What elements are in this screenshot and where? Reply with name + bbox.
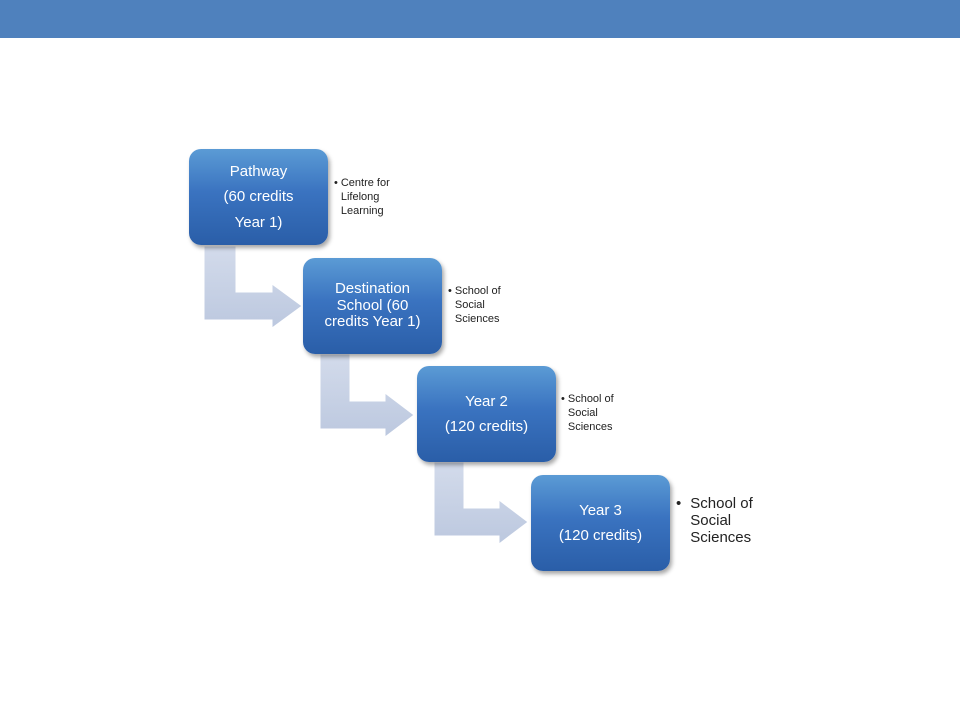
bullet: • xyxy=(676,495,682,512)
step-1-note-line-2: Lifelong xyxy=(340,190,380,203)
header-bar xyxy=(0,0,960,38)
step-4-note-line-3: Sciences xyxy=(690,528,752,546)
bullet: • xyxy=(448,285,452,297)
step-3-line-2: (120 credits) xyxy=(444,418,529,435)
step-2-note: • School of Social Sciences xyxy=(448,285,501,326)
step-box-destination-school: Destination School (60 credits Year 1) xyxy=(303,258,442,354)
step-3-note-line-3: Sciences xyxy=(567,420,613,433)
step-1-note-line-3: Learning xyxy=(340,204,384,217)
step-2-note-line-1: School of xyxy=(454,285,501,297)
step-box-year-2: Year 2 (120 credits) xyxy=(417,366,556,462)
step-3-note-line-2: Social xyxy=(567,406,598,419)
step-4-line-1: Year 3 xyxy=(579,501,622,519)
step-3-note: • School of Social Sciences xyxy=(561,393,614,434)
step-1-line-1: Pathway xyxy=(229,163,288,181)
step-2-line-3: credits Year 1) xyxy=(324,313,421,331)
connector-arrow-1 xyxy=(203,245,303,329)
step-2-line-2: School (60 xyxy=(336,296,409,314)
step-1-note-line-1: Centre for xyxy=(340,177,390,189)
step-4-note-line-2: Social xyxy=(690,511,732,529)
step-1-note: • Centre for Lifelong Learning xyxy=(334,177,390,218)
step-3-note-line-1: School of xyxy=(567,393,614,405)
step-2-note-line-3: Sciences xyxy=(454,312,500,325)
bullet: • xyxy=(561,393,565,405)
step-3-line-1: Year 2 xyxy=(465,392,508,410)
step-4-note-line-1: School of xyxy=(690,495,753,512)
connector-arrow-3 xyxy=(433,461,529,546)
connector-arrow-2 xyxy=(319,353,415,439)
step-2-note-line-2: Social xyxy=(454,298,485,311)
step-box-year-3: Year 3 (120 credits) xyxy=(531,475,670,571)
step-box-pathway: Pathway (60 credits Year 1) xyxy=(189,149,328,245)
bullet: • xyxy=(334,177,338,189)
step-1-line-2: (60 credits xyxy=(223,188,294,206)
step-4-note: • School of Social Sciences xyxy=(676,495,753,546)
step-1-line-3: Year 1) xyxy=(234,213,283,231)
step-4-line-2: (120 credits) xyxy=(558,527,643,544)
step-2-line-1: Destination xyxy=(334,279,411,297)
